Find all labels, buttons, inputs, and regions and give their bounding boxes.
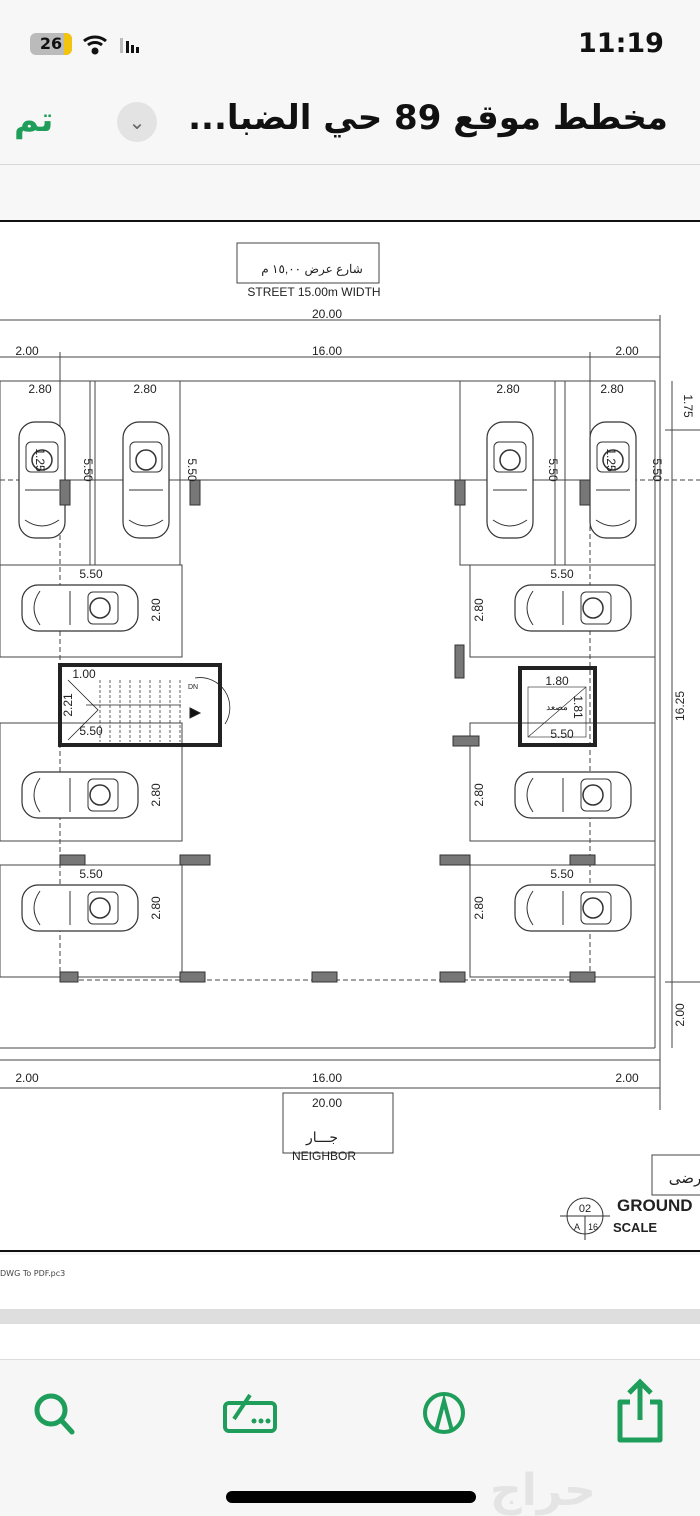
dim: 5.50 [79, 724, 103, 738]
next-page [0, 1324, 700, 1360]
wifi-icon [83, 35, 107, 55]
cars [18, 421, 637, 931]
pdf-page[interactable] [0, 220, 700, 1252]
elevator-label: مصعد [546, 702, 568, 712]
battery-icon: 26 [30, 33, 72, 55]
dim-small: 1.25 [33, 448, 47, 472]
dim-depth: 16.25 [673, 691, 687, 721]
home-indicator[interactable] [226, 1491, 476, 1503]
dim-slot: 2.80 [600, 382, 624, 396]
stair [58, 663, 231, 747]
document-title[interactable]: مخطط موقع 89 حي الضبا... [188, 98, 668, 138]
drawing-title-block: 02 A 16 GROUND SCALE [560, 1196, 693, 1240]
dim-slot-length: 5.50 [185, 458, 199, 482]
dim-inner-top: 16.00 [312, 344, 342, 358]
dim: 5.50 [79, 867, 103, 881]
dim: 5.50 [79, 567, 103, 581]
dim-total-bottom: 20.00 [312, 1096, 342, 1110]
dim-bottom-left: 2.00 [15, 1071, 39, 1085]
drawing-title-ar: رضى [669, 1170, 700, 1187]
scale-label: SCALE [613, 1220, 657, 1235]
dim-small: 1.25 [604, 448, 618, 472]
floor-plan-drawing[interactable]: شارع عرض ١٥,٠٠ م STREET 15.00m WIDTH 20.… [0, 220, 700, 1250]
dim: 2.80 [149, 598, 163, 622]
dim-stair-length: 2.21 [61, 693, 75, 717]
annotate-icon[interactable] [416, 1385, 472, 1441]
watermark-logo: حراج [490, 1465, 596, 1516]
dim-right: 2.00 [615, 344, 639, 358]
divider [0, 164, 700, 165]
neighbor-label-en: NEIGHBOR [292, 1149, 356, 1163]
neighbor-label-ar: جـــار [305, 1129, 338, 1146]
dim-slot-length: 5.50 [650, 458, 664, 482]
street-label-ar: شارع عرض ١٥,٠٠ م [261, 262, 363, 276]
status-time: 11:19 [578, 28, 664, 59]
dim-stair-width: 1.00 [72, 667, 96, 681]
search-icon[interactable] [26, 1385, 82, 1441]
drawing-title-en: GROUND [617, 1196, 693, 1215]
dim-slot: 2.80 [496, 382, 520, 396]
dim-left: 2.00 [15, 344, 39, 358]
ref-sheet-b: 16 [588, 1222, 598, 1232]
dim: 5.50 [550, 867, 574, 881]
battery-level: 26 [39, 34, 63, 53]
dim-total-top: 20.00 [312, 307, 342, 321]
page-footer-strip: DWG To PDF.pc3 [0, 1255, 700, 1310]
dim-slot-length: 5.50 [81, 458, 95, 482]
columns [59, 479, 596, 983]
done-button[interactable]: تم [14, 100, 54, 140]
dim: 2.80 [472, 783, 486, 807]
dim-slot: 2.80 [133, 382, 157, 396]
bottom-toolbar [0, 1361, 700, 1516]
dim-slot-length: 5.50 [546, 458, 560, 482]
dim: 2.80 [472, 896, 486, 920]
stair-dn-label: DN [188, 684, 198, 691]
markup-icon[interactable] [222, 1385, 278, 1441]
plotter-label: DWG To PDF.pc3 [0, 1269, 66, 1278]
boundary-lines [0, 242, 700, 1196]
elevator [518, 666, 597, 747]
share-icon[interactable] [612, 1378, 668, 1444]
street-label-en: STREET 15.00m WIDTH [247, 285, 380, 299]
dim-elevator-length: 1.81 [571, 695, 585, 719]
cellular-icon [120, 38, 139, 53]
ref-number: 02 [579, 1203, 591, 1215]
dim-inner-bottom: 16.00 [312, 1071, 342, 1085]
dimension-labels: شارع عرض ١٥,٠٠ م STREET 15.00m WIDTH 20.… [15, 262, 700, 1187]
ref-sheet-a: A [574, 1222, 580, 1232]
dim-bottom-setback: 2.00 [673, 1003, 687, 1027]
dim-bottom-right: 2.00 [615, 1071, 639, 1085]
dim: 2.80 [472, 598, 486, 622]
dim: 5.50 [550, 567, 574, 581]
dim: 2.80 [149, 896, 163, 920]
dim: 2.80 [149, 783, 163, 807]
dim-top-setback: 1.75 [681, 394, 695, 418]
dim-elevator-width: 1.80 [545, 674, 569, 688]
chevron-down-icon[interactable]: ⌄ [117, 102, 157, 142]
dim-slot: 2.80 [28, 382, 52, 396]
signal-icons [83, 35, 139, 55]
page-gap [0, 1309, 700, 1324]
dim: 5.50 [550, 727, 574, 741]
